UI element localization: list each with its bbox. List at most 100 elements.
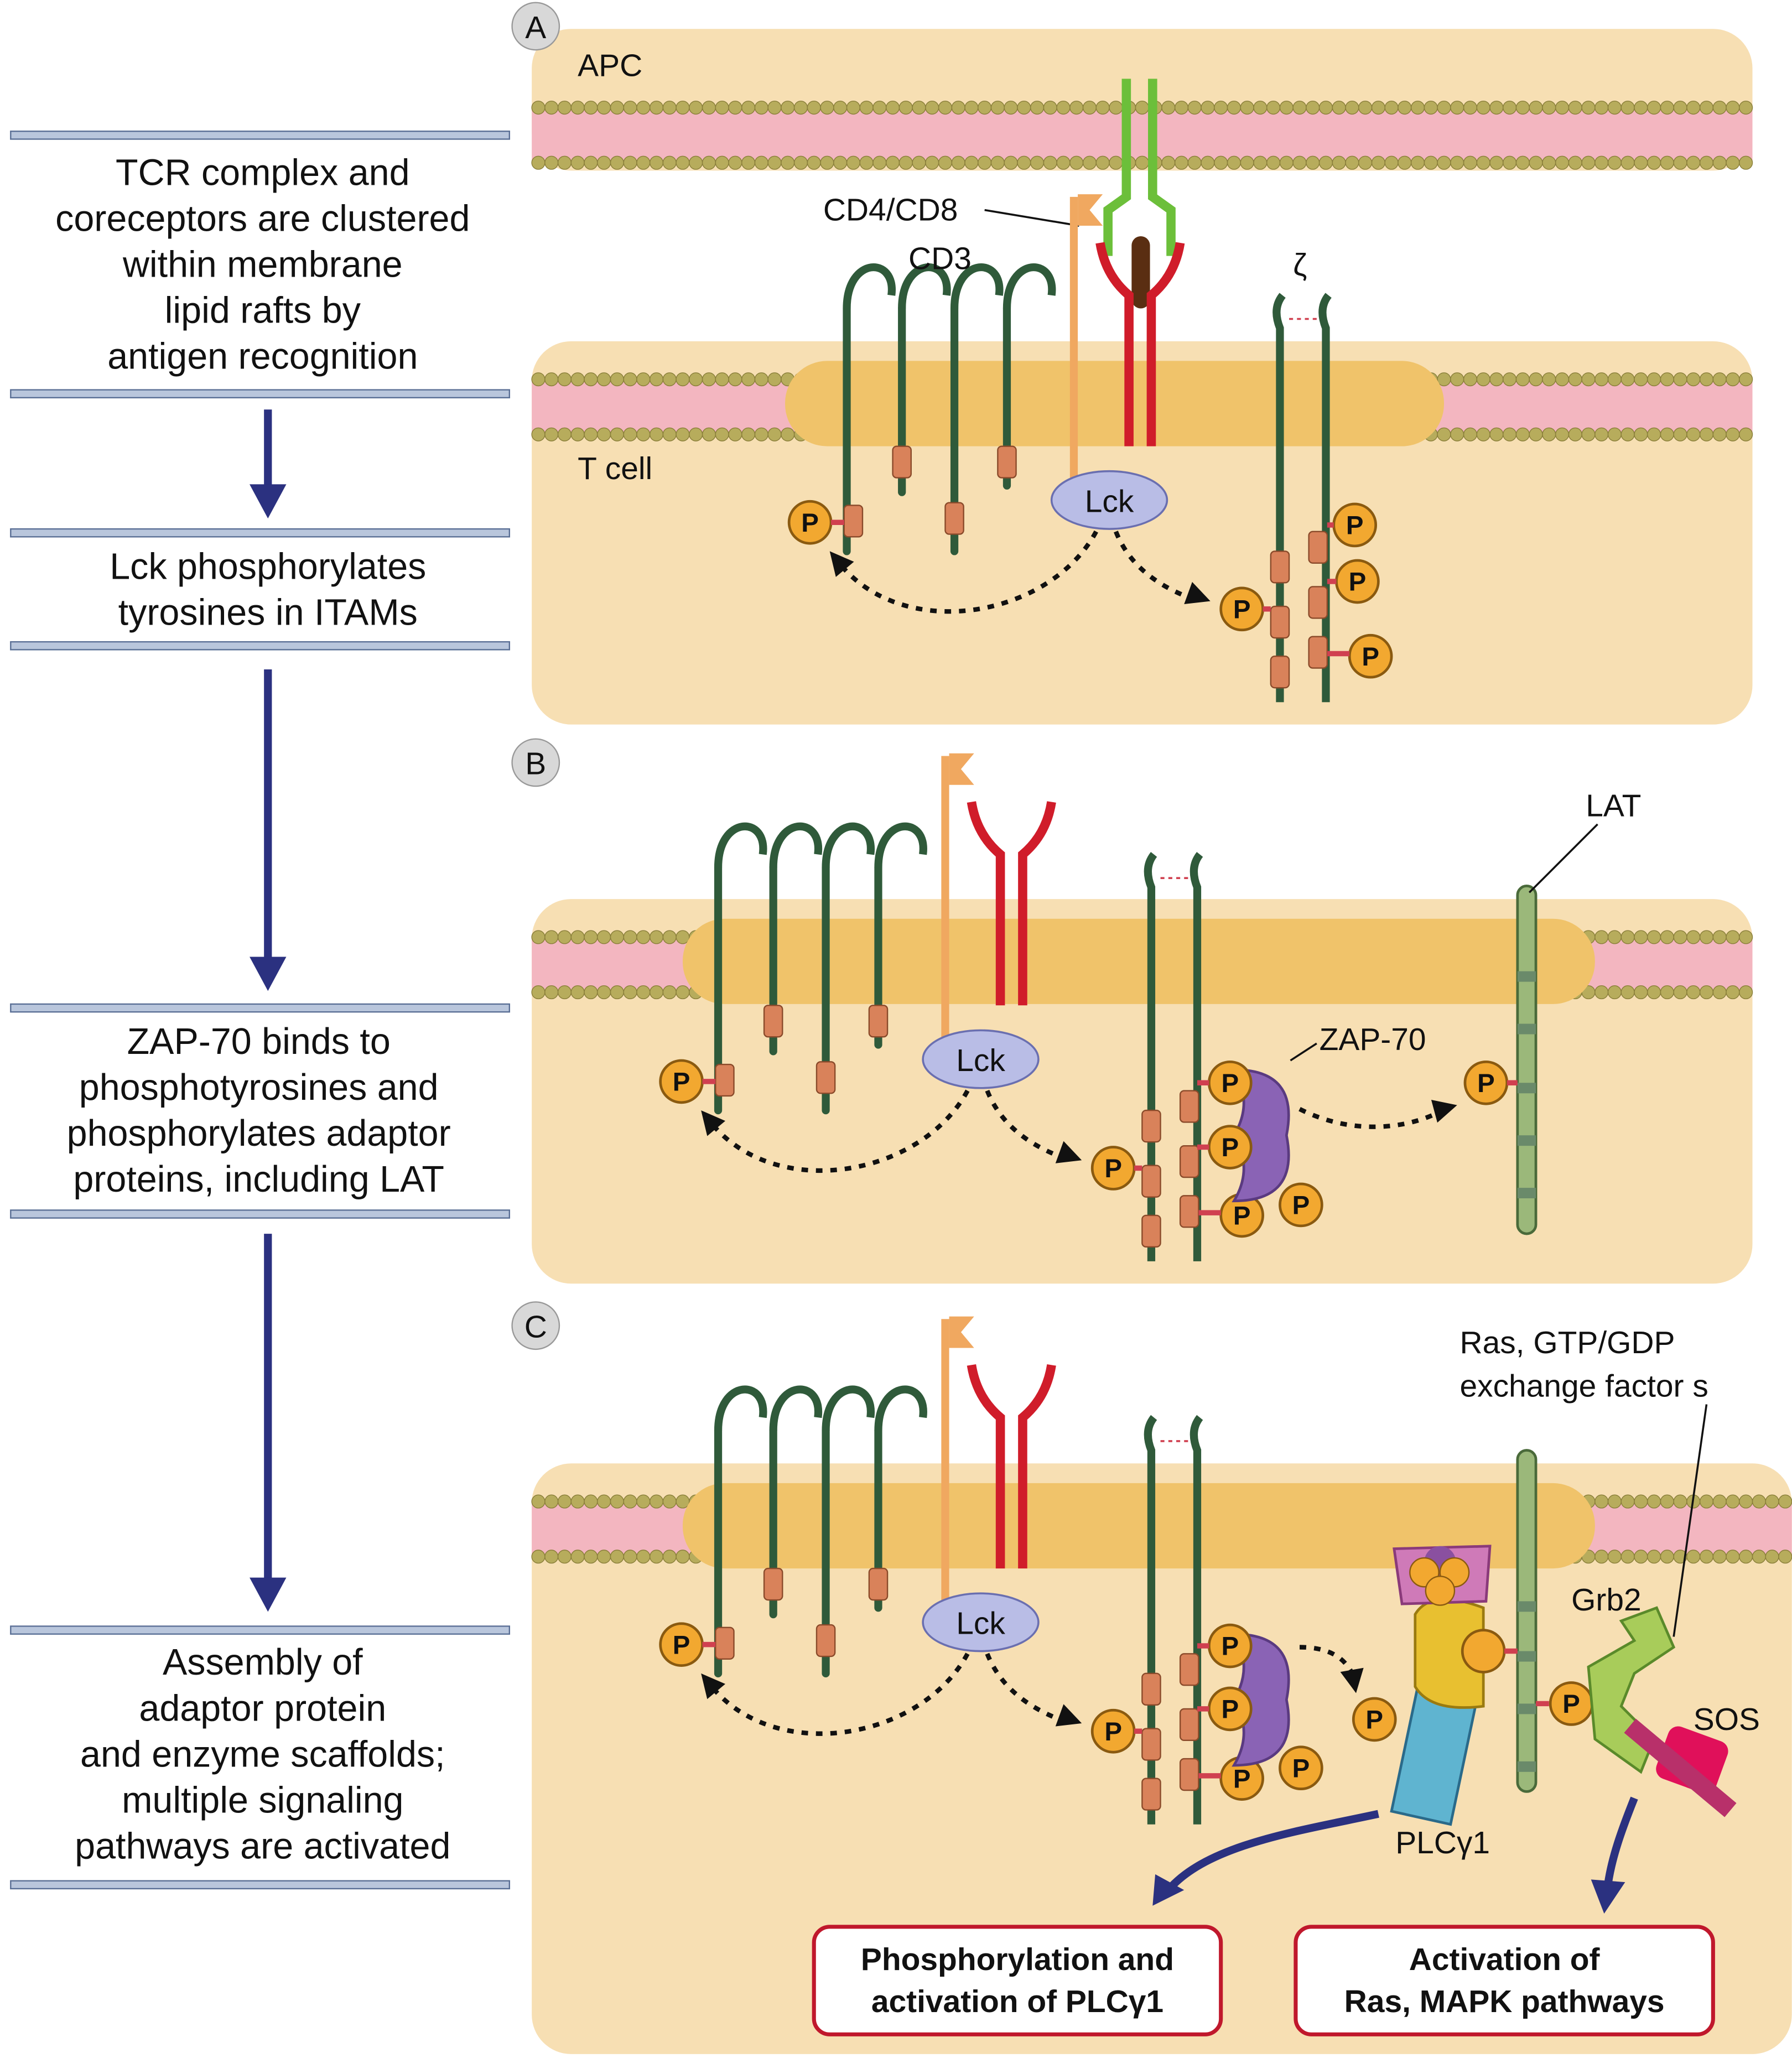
- lipid-head: [544, 985, 559, 1000]
- lipid-head: [1069, 155, 1084, 170]
- lipid-head: [964, 100, 979, 115]
- lipid-head: [584, 930, 598, 944]
- step-4: Assembly of adaptor protein and enzyme s…: [75, 1642, 450, 1867]
- lipid-head: [1660, 100, 1674, 115]
- zap70-kinase: [1232, 1068, 1290, 1203]
- lipid-head: [1594, 985, 1609, 1000]
- lipid-head: [1581, 372, 1596, 387]
- phosphate-label: P: [1349, 568, 1367, 597]
- panel-letter-b: B: [525, 746, 546, 782]
- panel-letter-a: A: [525, 10, 546, 45]
- lipid-head: [1371, 100, 1385, 115]
- phosphate: P: [1207, 1623, 1253, 1669]
- lipid-head: [689, 155, 703, 170]
- lipid-head: [781, 155, 795, 170]
- lipid-raft: [682, 1483, 1595, 1569]
- lipid-head: [1673, 930, 1687, 944]
- lipid-head: [623, 930, 637, 944]
- lipid-head: [570, 100, 585, 115]
- ras-outcome-arrow: [1604, 1796, 1638, 1884]
- lipid-head: [1594, 930, 1609, 944]
- itam: [892, 445, 912, 479]
- lipid-head: [623, 372, 637, 387]
- lipid-head: [1686, 372, 1701, 387]
- itam: [1308, 531, 1328, 564]
- step-arrow-head: [250, 484, 287, 519]
- phosphate-label: P: [1562, 1690, 1580, 1719]
- lipid-head: [820, 155, 834, 170]
- lipid-head: [584, 985, 598, 1000]
- lipid-head: [1647, 100, 1661, 115]
- lipid-head: [1594, 1550, 1609, 1564]
- itam: [843, 505, 864, 538]
- lat-tyrosine: [1517, 1651, 1536, 1662]
- itam: [1141, 1165, 1161, 1198]
- lipid-head: [1620, 1550, 1635, 1564]
- phosphate-circle: [1352, 1697, 1397, 1742]
- lipid-head: [1607, 1550, 1622, 1564]
- step-1: TCR complex and coreceptors are clustere…: [55, 153, 470, 377]
- lipid-head: [1240, 100, 1254, 115]
- lipid-head: [1240, 155, 1254, 170]
- sos-label: SOS: [1694, 1702, 1760, 1737]
- lipid-head: [597, 1550, 611, 1564]
- lipid-head: [531, 155, 546, 170]
- lipid-head: [1437, 100, 1451, 115]
- lipid-head: [1620, 1494, 1635, 1509]
- lipid-head: [531, 1550, 546, 1564]
- phosphate: P: [659, 1059, 704, 1104]
- lipid-head: [557, 1550, 572, 1564]
- lipid-head: [1752, 1550, 1766, 1564]
- lipid-head: [715, 100, 729, 115]
- panel-letter-badge-b: [511, 738, 560, 787]
- zap70-label: ZAP-70: [1320, 1022, 1426, 1057]
- phosphate: P: [1549, 1681, 1594, 1726]
- cd3-label: CD3: [908, 241, 972, 276]
- arrow-head: [1431, 1100, 1457, 1123]
- lipid-head: [1686, 930, 1701, 944]
- lck-kinase: [922, 1029, 1040, 1089]
- cd4-cd8-label: CD4/CD8: [823, 193, 958, 228]
- lipid-head: [912, 155, 926, 170]
- lipid-head: [990, 155, 1005, 170]
- lipid-head: [1647, 1550, 1661, 1564]
- lipid-head: [1358, 155, 1373, 170]
- lipid-head: [1043, 155, 1057, 170]
- lipid-head: [728, 427, 742, 441]
- lipid-head: [1673, 985, 1687, 1000]
- itam: [868, 1005, 889, 1038]
- plc-outcome-arrow-head: [1152, 1874, 1185, 1906]
- lipid-head: [859, 100, 874, 115]
- lipid-head: [1594, 1494, 1609, 1509]
- lipid-head: [649, 985, 664, 1000]
- cd3-ectodomain: [822, 1385, 875, 1431]
- arrow-head: [701, 1673, 725, 1700]
- lipid-head: [636, 1550, 651, 1564]
- tcr-chain: [967, 1364, 1005, 1569]
- phosphate-label: P: [1233, 1764, 1251, 1794]
- lipid-head: [1306, 100, 1320, 115]
- lipid-head: [951, 155, 965, 170]
- lipid-head: [623, 100, 637, 115]
- lipid-head: [1398, 155, 1412, 170]
- lipid-head: [1660, 155, 1674, 170]
- lipid-head: [1437, 427, 1451, 441]
- lipid-head: [1765, 1494, 1779, 1509]
- t-cell-label: T cell: [578, 451, 652, 486]
- sos-gef: [1656, 1726, 1728, 1794]
- phosphate-label: P: [1221, 1632, 1239, 1661]
- lipid-head: [584, 372, 598, 387]
- lipid-head: [1214, 155, 1228, 170]
- lipid-head: [1620, 930, 1635, 944]
- lipid-head: [531, 1494, 546, 1509]
- lipid-head: [557, 100, 572, 115]
- lipid-head: [741, 155, 756, 170]
- phosphate-circle: [1279, 1745, 1323, 1791]
- grb2-adaptor: [1587, 1606, 1676, 1774]
- lipid-head: [1503, 100, 1517, 115]
- itam: [1179, 1653, 1199, 1686]
- lipid-head: [1726, 372, 1740, 387]
- lipid-head: [702, 372, 716, 387]
- lipid-head: [1647, 985, 1661, 1000]
- lipid-head: [1686, 427, 1701, 441]
